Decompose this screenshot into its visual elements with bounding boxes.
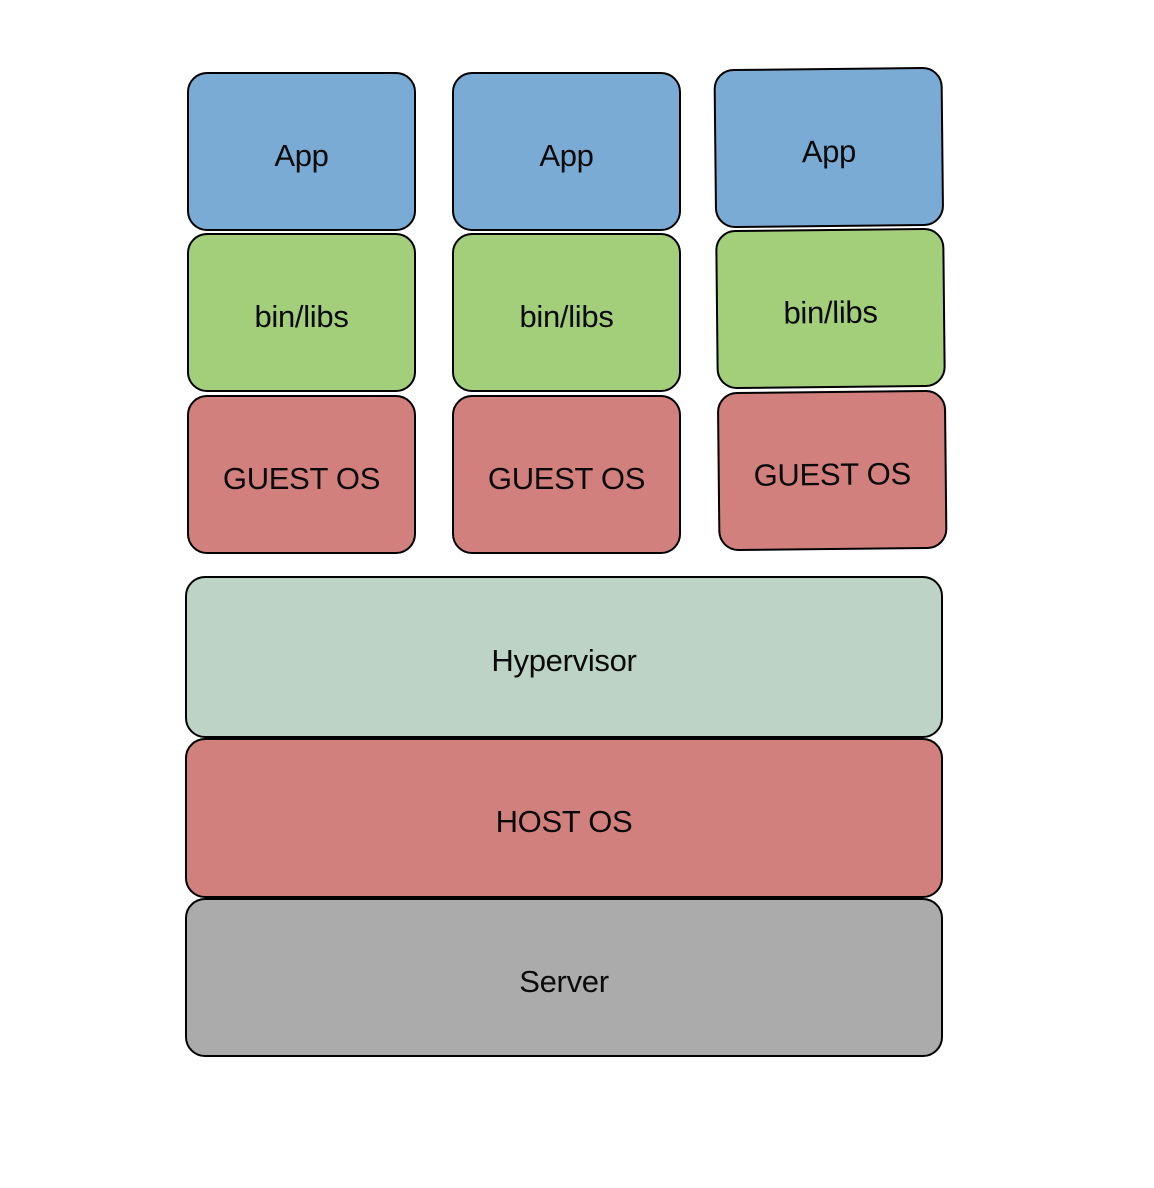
vm2-guestos-box: GUEST OS (452, 395, 681, 554)
vm-column-1: App bin/libs GUEST OS (187, 72, 416, 554)
vm2-app-box: App (452, 72, 681, 231)
server-label: Server (519, 963, 609, 999)
vm3-binlibs-label: bin/libs (783, 294, 878, 330)
host-os-box: HOST OS (185, 738, 943, 898)
hypervisor-label: Hypervisor (491, 643, 637, 678)
vm3-app-label: App (801, 133, 857, 169)
vm3-app-box: App (713, 66, 945, 229)
vm2-app-label: App (539, 137, 594, 173)
vm3-guestos-label: GUEST OS (753, 455, 912, 493)
vm-column-2: App bin/libs GUEST OS (452, 72, 681, 554)
vm3-binlibs-box: bin/libs (715, 227, 946, 390)
vm1-binlibs-box: bin/libs (187, 233, 416, 392)
vm2-guestos-label: GUEST OS (487, 460, 646, 496)
vm1-binlibs-label: bin/libs (254, 298, 349, 334)
vm1-app-box: App (187, 72, 416, 231)
hypervisor-box: Hypervisor (185, 576, 943, 738)
vm3-guestos-box: GUEST OS (716, 389, 948, 552)
vm1-guestos-box: GUEST OS (187, 395, 416, 554)
host-os-label: HOST OS (495, 804, 633, 839)
server-box: Server (185, 898, 943, 1057)
vm-column-3: App bin/libs GUEST OS (713, 66, 948, 552)
vm1-app-label: App (274, 137, 329, 173)
vm1-guestos-label: GUEST OS (222, 460, 381, 496)
vm2-binlibs-box: bin/libs (452, 233, 681, 392)
vm2-binlibs-label: bin/libs (519, 298, 614, 334)
